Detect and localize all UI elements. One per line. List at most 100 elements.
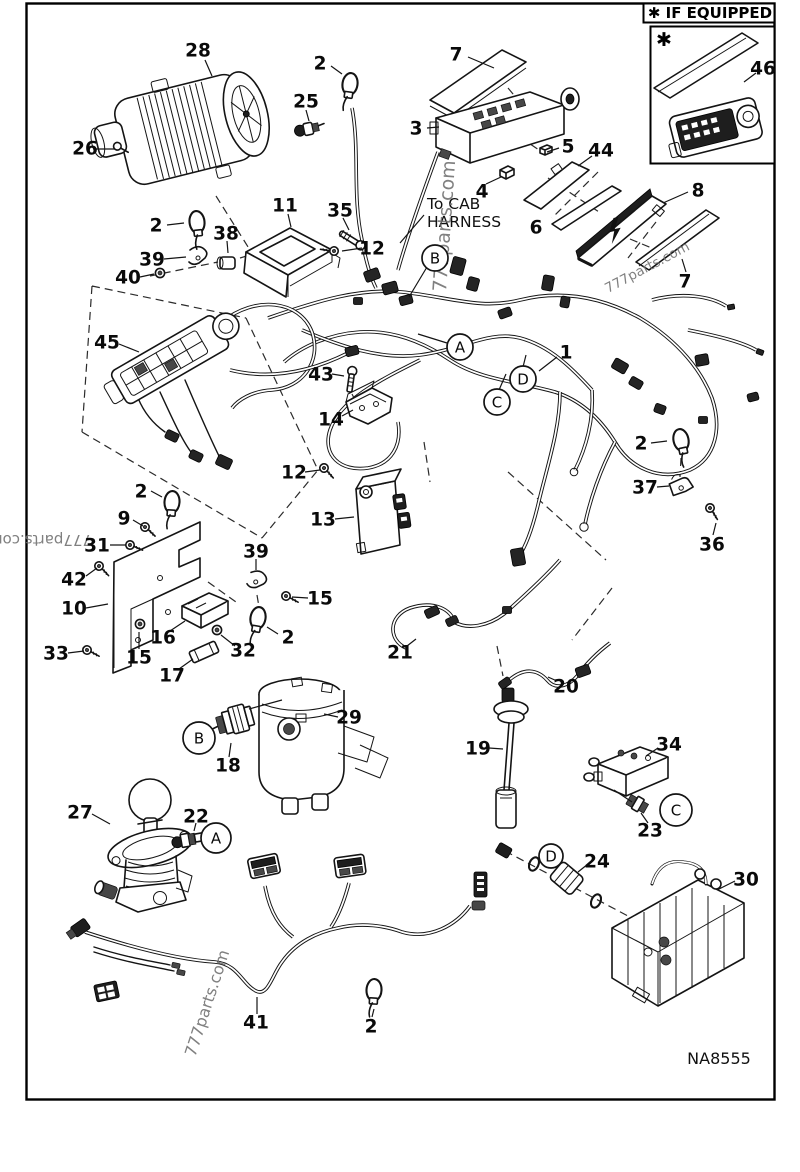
callout-4: 4 bbox=[476, 182, 489, 203]
callout-8: 8 bbox=[692, 181, 705, 202]
callout-27: 27 bbox=[67, 803, 93, 824]
screw-33 bbox=[81, 644, 102, 658]
ref-letter-C: C bbox=[492, 393, 502, 411]
valve-34 bbox=[583, 746, 669, 797]
screw-9 bbox=[138, 520, 160, 538]
ref-circle-C bbox=[659, 793, 693, 827]
if-equipped-box: ✱ IF EQUIPPED ✱ bbox=[642, 2, 776, 165]
callout-42: 42 bbox=[61, 570, 87, 591]
ref-letter-B: B bbox=[430, 249, 440, 267]
watermark-2: 777parts.com bbox=[0, 531, 92, 549]
callout-23: 23 bbox=[637, 821, 663, 842]
fuse-17 bbox=[188, 640, 220, 664]
callout-7: 7 bbox=[679, 272, 692, 293]
ref-circle-B bbox=[182, 721, 216, 755]
callout-13: 13 bbox=[310, 510, 336, 531]
callout-3: 3 bbox=[410, 119, 423, 140]
callout-10: 10 bbox=[61, 599, 87, 620]
callout-43: 43 bbox=[308, 365, 334, 386]
cover-8 bbox=[575, 188, 667, 267]
callout-11: 11 bbox=[272, 196, 298, 217]
cover-46-strip bbox=[653, 32, 759, 99]
controller-11 bbox=[243, 227, 341, 298]
to-cab-harness-label-line1: To CAB bbox=[426, 195, 480, 213]
screw-31 bbox=[124, 539, 145, 552]
nut-32 bbox=[211, 624, 223, 636]
callout-15: 15 bbox=[126, 648, 152, 669]
callout-6: 6 bbox=[530, 218, 543, 239]
ref-circle-D bbox=[538, 843, 564, 869]
callout-7: 7 bbox=[450, 45, 463, 66]
callout-2: 2 bbox=[282, 628, 295, 649]
callout-37: 37 bbox=[632, 478, 658, 499]
if-equipped-header-box bbox=[642, 2, 776, 24]
callout-32: 32 bbox=[230, 641, 256, 662]
ref-letter-D: D bbox=[517, 370, 529, 388]
callout-38: 38 bbox=[213, 224, 239, 245]
harness-45 bbox=[103, 312, 240, 405]
air-filter-28 bbox=[90, 71, 270, 186]
sensor-22 bbox=[171, 832, 205, 849]
connector-24-group bbox=[495, 842, 603, 909]
callout-19: 19 bbox=[465, 739, 491, 760]
clamp-2-right bbox=[670, 426, 695, 470]
callout-24: 24 bbox=[584, 852, 610, 873]
callout-29: 29 bbox=[336, 708, 362, 729]
sensor-23 bbox=[625, 794, 650, 814]
nut-15a bbox=[134, 618, 146, 630]
drawing-number: NA8555 bbox=[687, 1049, 751, 1068]
callout-12: 12 bbox=[281, 463, 307, 484]
watermark-3: 777parts.com bbox=[181, 947, 233, 1058]
screw-36 bbox=[703, 501, 724, 521]
callout-2: 2 bbox=[635, 434, 648, 455]
cover-7-right bbox=[635, 209, 720, 271]
callout-40: 40 bbox=[115, 268, 141, 289]
lightning-icon bbox=[609, 217, 621, 244]
callout-2: 2 bbox=[135, 482, 148, 503]
callout-34: 34 bbox=[656, 735, 682, 756]
diagram-border bbox=[25, 2, 776, 1101]
harness-wiring bbox=[83, 106, 758, 994]
bracket-14 bbox=[345, 380, 393, 425]
callout-45: 45 bbox=[94, 333, 120, 354]
callout-20: 20 bbox=[553, 677, 579, 698]
callout-15: 15 bbox=[307, 589, 333, 610]
ref-circle-A bbox=[446, 333, 474, 361]
ref-circle-B bbox=[421, 244, 449, 272]
canister-29 bbox=[258, 676, 389, 815]
screw-35 bbox=[338, 229, 366, 251]
callout-18: 18 bbox=[215, 756, 241, 777]
callout-1: 1 bbox=[560, 343, 573, 364]
valve-block-30 bbox=[611, 859, 745, 1007]
sensor-25 bbox=[294, 121, 325, 137]
panel-6 bbox=[551, 185, 622, 231]
ref-circle-A bbox=[200, 822, 232, 854]
ref-letter-A: A bbox=[211, 829, 222, 847]
nut-5 bbox=[539, 144, 553, 156]
callout-33: 33 bbox=[43, 644, 69, 665]
panel-44 bbox=[523, 161, 590, 210]
callout-41: 41 bbox=[243, 1013, 269, 1034]
ref-circle-D bbox=[509, 365, 537, 393]
callout-28: 28 bbox=[185, 41, 211, 62]
callout-17: 17 bbox=[159, 666, 185, 687]
callout-22: 22 bbox=[183, 807, 209, 828]
ref-letter-C: C bbox=[671, 801, 681, 819]
ref-letter-D: D bbox=[545, 847, 557, 865]
fuel-pump-27 bbox=[94, 778, 193, 913]
bushing-38 bbox=[216, 256, 236, 270]
bolt-26 bbox=[112, 141, 129, 154]
callout-36: 36 bbox=[699, 535, 725, 556]
ref-letter-B: B bbox=[194, 729, 204, 747]
callout-5: 5 bbox=[562, 137, 575, 158]
clip-2-left bbox=[161, 489, 182, 531]
sensor-18 bbox=[208, 703, 256, 735]
harness-connector-blobs bbox=[164, 256, 765, 690]
bracket-37 bbox=[668, 474, 694, 497]
fuse-block-3 bbox=[429, 87, 580, 164]
clip-2-top bbox=[337, 71, 361, 113]
